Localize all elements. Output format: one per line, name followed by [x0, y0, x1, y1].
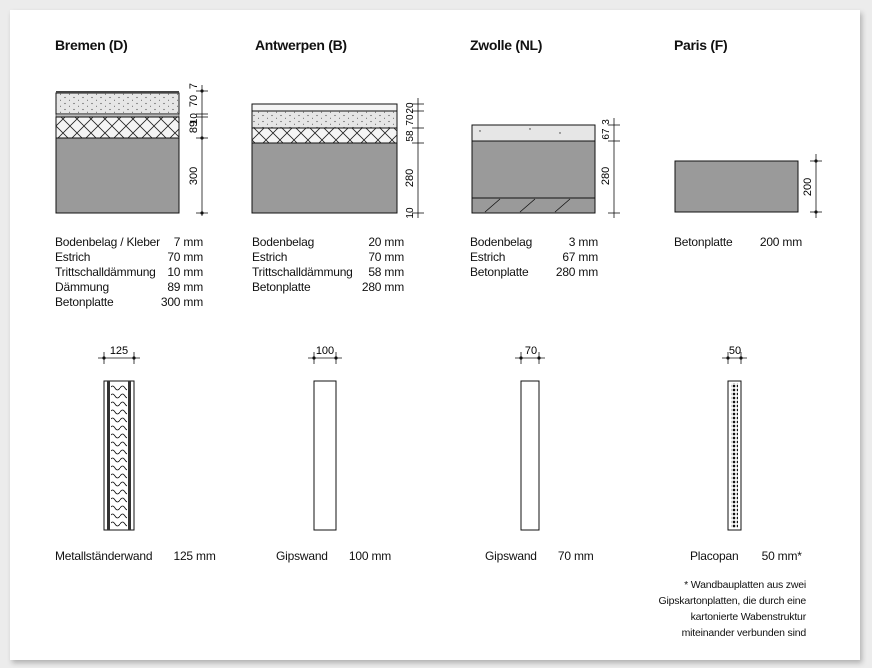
dim-zwolle-67: 67: [601, 128, 612, 140]
wall-section-gipswand-70: 70: [515, 345, 545, 531]
layer-thickness: 300 mm: [160, 295, 203, 309]
layer-thickness: 70 mm: [368, 250, 404, 264]
footnote-line: Gipskartonplatten, die durch eine: [658, 595, 807, 607]
title-bremen: Bremen (D): [55, 37, 128, 53]
dim-bremen-10: 10: [189, 113, 200, 125]
layer-row: Trittschalldämmung 58 mm: [252, 265, 404, 280]
dim-bremen-7: 7: [188, 83, 200, 89]
wall-section-placopan: 50: [722, 345, 747, 531]
title-zwolle: Zwolle (NL): [470, 37, 543, 53]
footnote-line: kartonierte Wabenstruktur: [690, 611, 807, 623]
dim-antwerpen-70: 70: [405, 114, 416, 126]
wall-name: Placopan: [690, 549, 739, 563]
layer-thickness: 20 mm: [368, 235, 404, 249]
layer-row: Betonplatte 200 mm: [674, 235, 802, 250]
layer-name: Betonplatte: [252, 280, 311, 294]
layer-thickness: 280 mm: [361, 280, 404, 294]
layer-name: Trittschalldämmung: [55, 265, 156, 279]
floor-section-antwerpen: 20 70 58 280 10: [251, 98, 424, 219]
layer-list-paris: Betonplatte 200 mm: [674, 235, 802, 250]
wall-label-placopan: Placopan 50 mm*: [690, 549, 802, 563]
layer-row: Estrich 67 mm: [470, 250, 598, 265]
dim-antwerpen-58: 58: [405, 130, 416, 142]
dim-antwerpen-20: 20: [405, 102, 416, 114]
wall-name: Gipswand: [485, 549, 537, 563]
layer-thickness: 70 mm: [167, 250, 203, 264]
dim-wall-100: 100: [316, 345, 334, 357]
dim-paris-200: 200: [802, 178, 814, 196]
layer-row: Estrich 70 mm: [55, 250, 203, 265]
layer-name: Betonplatte: [674, 235, 733, 249]
layer-name: Estrich: [252, 250, 288, 264]
dim-antwerpen-280: 280: [404, 169, 416, 187]
layer-thickness: 200 mm: [759, 235, 802, 249]
wall-label-gipswand-100: Gipswand 100 mm: [276, 549, 391, 563]
wall-thickness: 125 mm: [173, 549, 216, 563]
wall-thickness: 50 mm*: [761, 549, 802, 563]
layer-thickness: 89 mm: [167, 280, 203, 294]
dim-wall-50: 50: [729, 345, 741, 357]
floor-section-paris: 200: [674, 154, 822, 218]
layer-name: Betonplatte: [470, 265, 529, 279]
layer-name: Trittschalldämmung: [252, 265, 353, 279]
layer-row: Betonplatte 300 mm: [55, 295, 203, 310]
layer-name: Bodenbelag: [470, 235, 533, 249]
layer-thickness: 67 mm: [562, 250, 598, 264]
layer-thickness: 7 mm: [173, 235, 203, 249]
layer-thickness: 3 mm: [568, 235, 598, 249]
title-paris: Paris (F): [674, 37, 728, 53]
layer-row: Bodenbelag / Kleber 7 mm: [55, 235, 203, 250]
dim-wall-70: 70: [525, 345, 537, 357]
layer-row: Bodenbelag 20 mm: [252, 235, 404, 250]
wall-label-metallstaenderwand: Metallständerwand 125 mm: [55, 549, 216, 563]
footnote-line: * Wandbauplatten aus zwei: [684, 579, 806, 591]
layer-row: Trittschalldämmung 10 mm: [55, 265, 203, 280]
layer-row: Dämmung 89 mm: [55, 280, 203, 295]
floor-section-bremen: 7 70 10 89 300: [55, 83, 208, 216]
layer-name: Estrich: [470, 250, 506, 264]
wall-name: Metallständerwand: [55, 549, 153, 563]
layer-name: Betonplatte: [55, 295, 114, 309]
layer-thickness: 10 mm: [167, 265, 203, 279]
dim-zwolle-3: 3: [601, 119, 612, 125]
layer-row: Bodenbelag 3 mm: [470, 235, 598, 250]
dim-bremen-70: 70: [188, 95, 200, 107]
layer-list-zwolle: Bodenbelag 3 mm Estrich 67 mm Betonplatte 2…: [470, 235, 598, 280]
wall-thickness: 70 mm: [557, 549, 594, 563]
wall-name: Gipswand: [276, 549, 328, 563]
layer-name: Bodenbelag: [252, 235, 315, 249]
layer-row: Betonplatte 280 mm: [470, 265, 598, 280]
floor-section-zwolle: 3 67 280: [471, 118, 620, 218]
layer-list-bremen: Bodenbelag / Kleber 7 mm Estrich 70 mm Tri…: [55, 235, 203, 310]
wall-section-metallstaenderwand: 125: [98, 345, 140, 531]
wall-section-gipswand-100: 100: [308, 345, 342, 531]
dim-bremen-300: 300: [188, 167, 200, 185]
layer-thickness: 280 mm: [555, 265, 598, 279]
dim-zwolle-280: 280: [600, 167, 612, 185]
dim-wall-125: 125: [110, 345, 128, 357]
footnote-line: miteinander verbunden sind: [681, 627, 807, 639]
layer-name: Bodenbelag / Kleber: [55, 235, 160, 249]
footnote: * Wandbauplatten aus zwei Gipskartonplat…: [606, 577, 807, 641]
layer-row: Estrich 70 mm: [252, 250, 404, 265]
title-antwerpen: Antwerpen (B): [255, 37, 347, 53]
layer-row: Betonplatte 280 mm: [252, 280, 404, 295]
dim-antwerpen-10: 10: [405, 207, 416, 219]
wall-thickness: 100 mm: [348, 549, 392, 563]
layer-name: Estrich: [55, 250, 91, 264]
wall-label-gipswand-70: Gipswand 70 mm: [485, 549, 594, 563]
dim-bremen-89: 89: [188, 121, 200, 133]
layer-name: Dämmung: [55, 280, 109, 294]
layer-thickness: 58 mm: [368, 265, 404, 279]
layer-list-antwerpen: Bodenbelag 20 mm Estrich 70 mm Trittschall…: [252, 235, 404, 295]
